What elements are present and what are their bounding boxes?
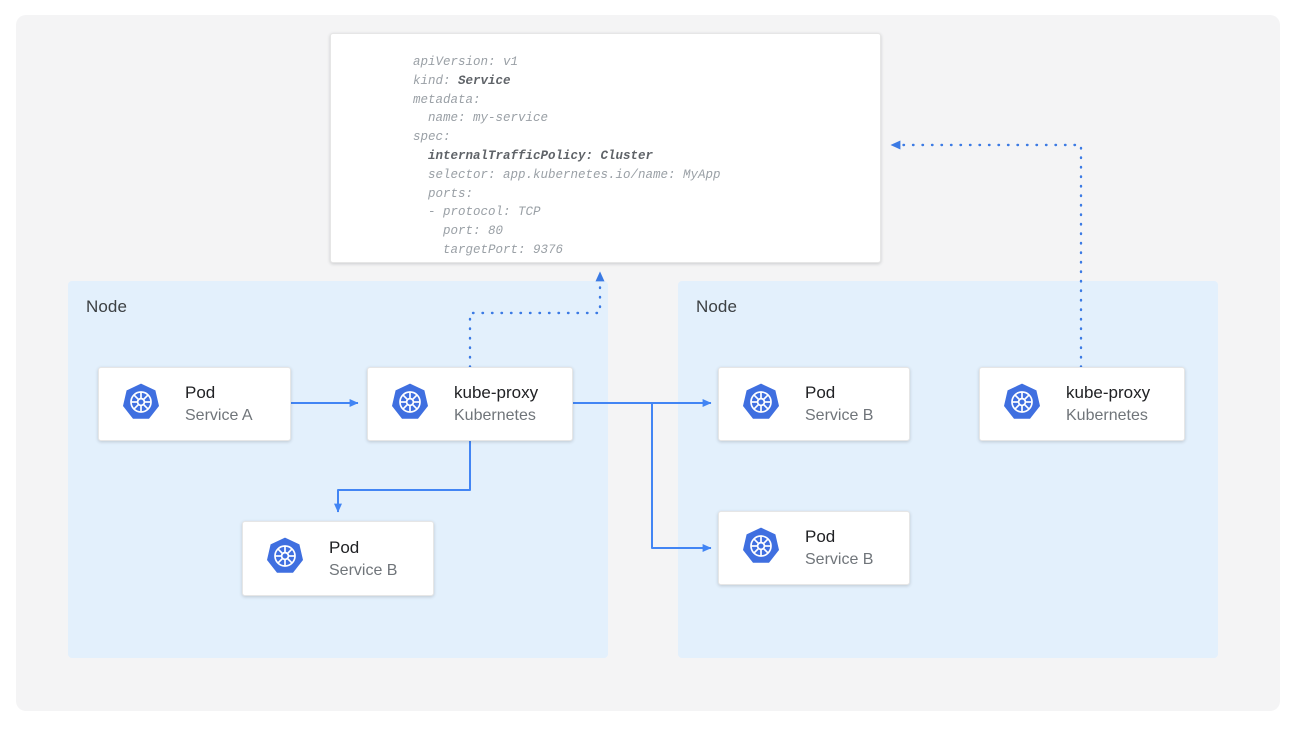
service-spec-card: apiVersion: v1 kind: Service metadata: n… (330, 33, 881, 263)
card-kube-proxy-right[interactable]: kube-proxy Kubernetes (979, 367, 1185, 441)
card-subtitle: Service B (805, 407, 874, 424)
node-label-right: Node (696, 297, 738, 316)
card-pod-service-a[interactable]: Pod Service A (98, 367, 291, 441)
kubernetes-icon (390, 382, 430, 427)
card-subtitle: Service B (805, 551, 874, 568)
card-title: kube-proxy (454, 383, 539, 402)
card-pod-service-b-left[interactable]: Pod Service B (242, 521, 434, 596)
card-title: Pod (805, 383, 836, 402)
kubernetes-icon (265, 536, 305, 581)
node-container-left (68, 281, 608, 658)
card-subtitle: Service B (329, 561, 398, 579)
kubernetes-icon (121, 382, 161, 427)
node-label-left: Node (86, 297, 128, 316)
node-container-right (678, 281, 1218, 658)
kubernetes-icon (741, 382, 781, 427)
card-title: Pod (329, 537, 360, 557)
kubernetes-icon (1002, 382, 1042, 427)
kubernetes-icon (741, 526, 781, 571)
service-spec-yaml: apiVersion: v1 kind: Service metadata: n… (413, 55, 721, 257)
card-title: Pod (805, 527, 836, 546)
card-kube-proxy-left[interactable]: kube-proxy Kubernetes (367, 367, 573, 441)
card-text-group: kube-proxy Kubernetes (454, 382, 538, 426)
card-subtitle: Service A (185, 407, 253, 424)
card-text-group: Pod Service B (329, 537, 397, 581)
card-pod-service-b-right-bottom[interactable]: Pod Service B (718, 511, 910, 585)
card-subtitle: Kubernetes (1066, 407, 1148, 424)
card-text-group: Pod Service B (805, 382, 873, 426)
card-text-group: kube-proxy Kubernetes (1066, 382, 1150, 426)
card-text-group: Pod Service A (185, 382, 253, 426)
card-pod-service-b-right-top[interactable]: Pod Service B (718, 367, 910, 441)
card-title: Pod (185, 383, 216, 402)
card-title: kube-proxy (1066, 383, 1151, 402)
card-text-group: Pod Service B (805, 526, 873, 570)
card-subtitle: Kubernetes (454, 407, 536, 424)
